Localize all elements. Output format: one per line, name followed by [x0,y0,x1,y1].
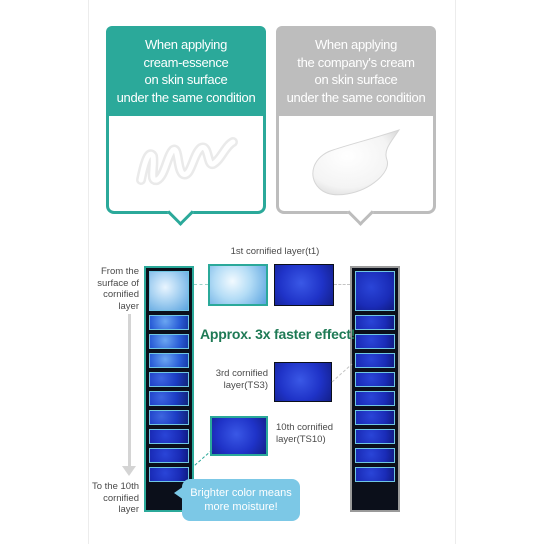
cream-essence-layer-column [144,266,194,512]
cream-dollop-icon [312,129,401,196]
layer10-cream-essence-swatch [210,416,268,456]
company-cream-card-body [276,116,436,226]
layer-cell [149,391,189,406]
layer1-company-cream-swatch [274,264,334,306]
down-arrow-icon [122,466,136,476]
layer-cell [149,334,189,349]
layer-cell [355,372,395,387]
cream-essence-card-body [106,116,266,226]
layer-cell [355,334,395,349]
layer1-label: 1st cornified layer(t1) [230,246,320,257]
layer-cell [355,315,395,330]
layer-cell [149,315,189,330]
left-divider [88,0,89,544]
moisture-note-bubble: Brighter color means more moisture! [182,479,300,521]
headline: Approx. 3x faster effect! [200,326,356,342]
company-cream-card-header: When applying the company's cream on ski… [276,26,436,116]
cream-essence-card-text: When applying cream-essence on skin surf… [116,37,256,105]
layer3-company-cream-swatch [274,362,332,402]
depth-arrow-line [128,314,131,468]
layer1-cream-essence-swatch [208,264,268,306]
right-divider [455,0,456,544]
connector-line [193,449,213,467]
layer3-label: 3rd cornified layer(TS3) [215,368,268,391]
layer-cell [149,467,189,482]
company-cream-card-text: When applying the company's cream on ski… [286,37,426,105]
layer-cell [149,448,189,463]
cream-swirl-icon [136,137,238,186]
layer-cell [149,429,189,444]
cream-essence-card: When applying cream-essence on skin surf… [106,26,266,226]
cream-essence-card-header: When applying cream-essence on skin surf… [106,26,266,116]
connector-line [334,284,350,285]
layer-cell [149,372,189,387]
company-cream-card: When applying the company's cream on ski… [276,26,436,226]
layer-cell [149,353,189,368]
tenth-layer-label: To the 10th cornified layer [91,481,139,515]
layer-cell [149,410,189,425]
layer-cell [355,410,395,425]
layer-cell [149,271,189,311]
layer-cell [355,467,395,482]
bubble-tail [174,486,184,500]
layer-cell [355,391,395,406]
surface-label: From the surface of cornified layer [97,266,139,312]
layer-cell [355,448,395,463]
company-cream-layer-column [350,266,400,512]
layer-cell [355,271,395,311]
layer-cell [355,429,395,444]
layer-cell [355,353,395,368]
connector-line [331,363,353,383]
layer10-label: 10th cornified layer(TS10) [276,422,334,445]
connector-line [194,284,208,285]
